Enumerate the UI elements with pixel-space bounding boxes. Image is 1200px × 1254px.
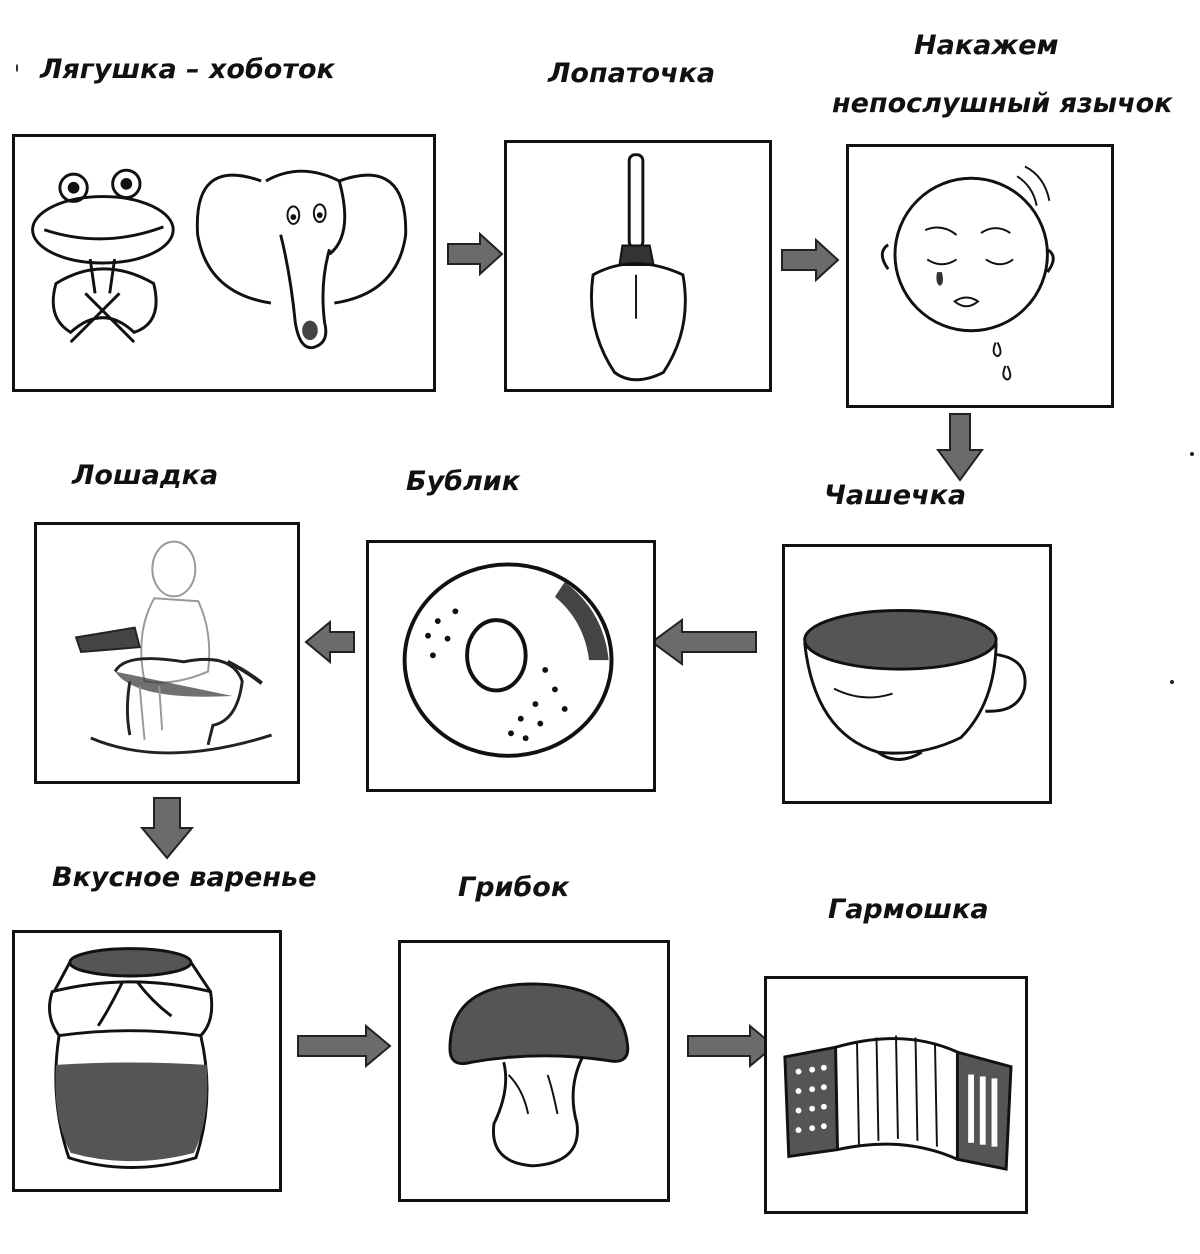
speck [1170,680,1174,684]
step-card-cup [782,544,1052,804]
step-card-frog-trunk [12,134,436,392]
shovel-icon [590,153,687,382]
step-label-punish-tongue-1: Накажем [914,30,1059,61]
step-card-rocking-horse [34,522,300,784]
step-card-mushroom [398,940,670,1202]
arrow-right-2 [780,238,840,282]
arrow-right-1 [446,232,504,276]
arrow-left-1 [650,618,758,666]
step-card-shovel [504,140,772,392]
jam-jar-icon [48,947,214,1169]
step-label-shovel: Лопаточка [548,58,716,89]
step-card-crying-face [846,144,1114,408]
arrow-right-4 [686,1024,776,1068]
step-label-jam: Вкусное варенье [52,862,317,893]
mushroom-icon [448,982,630,1168]
arrow-right-3 [296,1024,392,1068]
arrow-left-2 [304,620,356,664]
speck [1190,452,1194,456]
step-label-cup: Чашечка [824,480,967,511]
step-label-mushroom: Грибок [458,872,570,903]
step-label-horse: Лошадка [72,460,219,491]
crying-face-icon [880,165,1055,381]
step-card-bagel [366,540,656,792]
frog-and-elephant-icon [31,168,408,350]
step-label-accordion: Гармошка [828,894,989,925]
arrow-down-2 [140,796,194,860]
step-card-jam-jar [12,930,282,1192]
rocking-horse-icon [74,540,272,755]
accordion-icon [783,1035,1013,1171]
step-card-accordion [764,976,1028,1214]
arrow-down-1 [936,412,984,482]
step-label-bagel: Бублик [406,466,521,497]
speck [16,64,18,72]
step-label-punish-tongue-2: непослушный язычок [832,88,1173,119]
step-label-frog-trunk: Лягушка – хоботок [40,54,335,85]
cup-icon [803,609,1027,761]
bagel-icon [402,562,614,758]
